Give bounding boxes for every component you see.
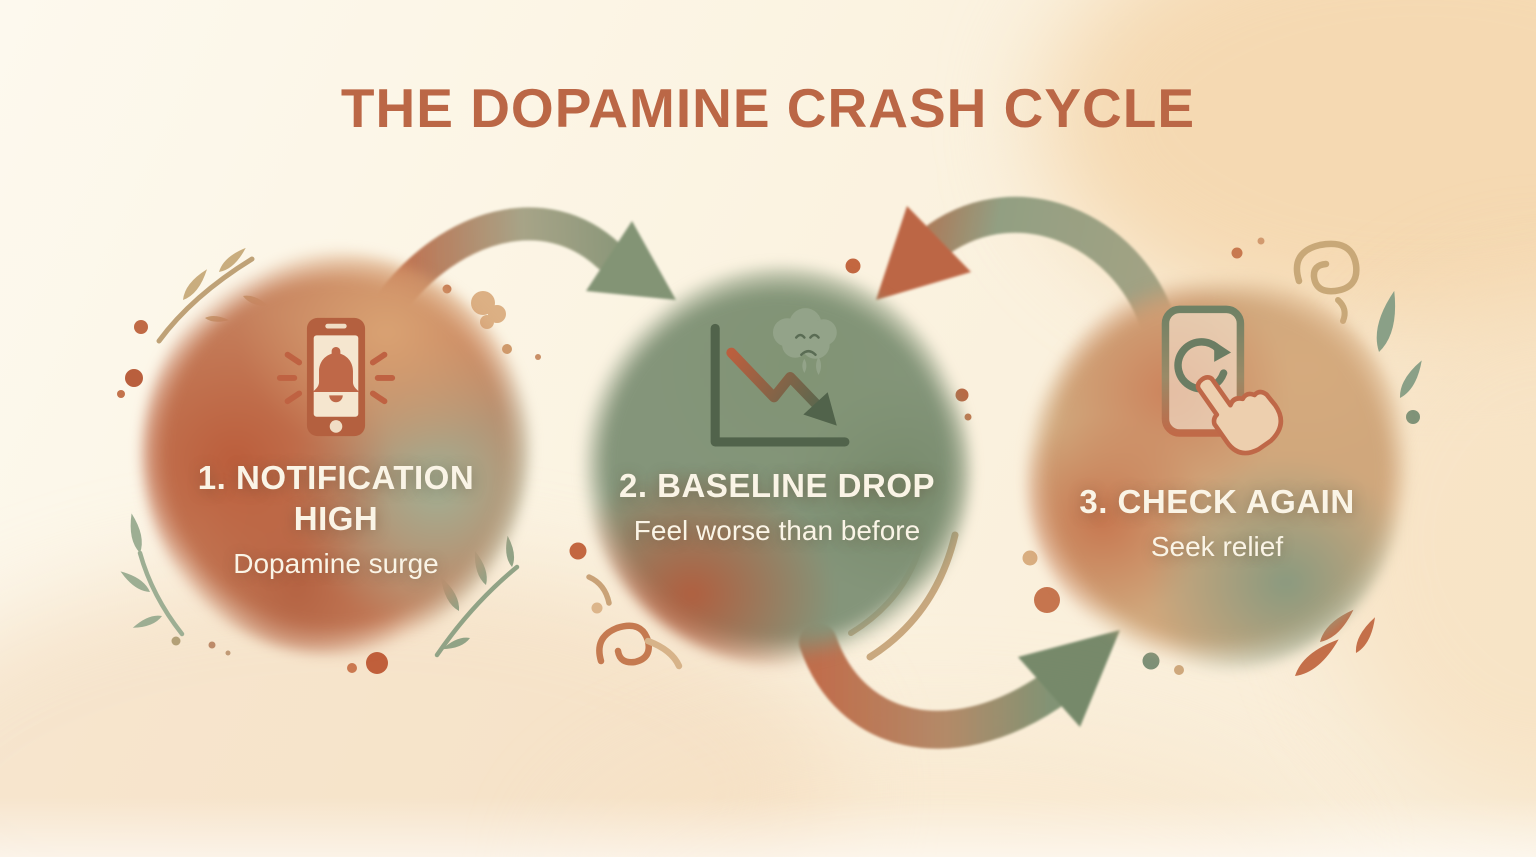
watercolor-dots-left: [117, 320, 148, 398]
step-subtitle: Seek relief: [1150, 530, 1284, 562]
step-heading: 3. CHECK AGAIN: [1079, 483, 1355, 520]
arrowhead-icon: [586, 221, 676, 300]
phone-notification-bell-icon: [276, 317, 396, 437]
green-leaves-right: [1371, 289, 1427, 424]
bottom-fade: [0, 797, 1536, 857]
phone-refresh-tap-icon: [1161, 305, 1284, 456]
spiral-top-right: [1293, 240, 1360, 324]
page-title: THE DOPAMINE CRASH CYCLE: [340, 77, 1196, 139]
step-1-notification-high: 1. NOTIFICATION HIGH Dopamine surge: [142, 252, 530, 654]
leaf-sprig-bottom-left: [118, 512, 231, 656]
arrowhead-icon: [876, 206, 971, 300]
leaf-branch-top-left: [156, 244, 271, 344]
step-subtitle: Feel worse than before: [633, 514, 921, 546]
step-heading: 1. NOTIFICATION HIGH: [197, 459, 475, 537]
double-swirl: [569, 542, 683, 670]
bell-icon: [312, 346, 360, 393]
arrow-step2-to-step3: [799, 623, 1120, 749]
tapping-hand-icon: [1195, 375, 1284, 456]
declining-graph-sad-cloud-icon: [710, 308, 850, 447]
step-3-check-again: 3. CHECK AGAIN Seek relief: [1026, 272, 1408, 670]
step-subtitle: Dopamine surge: [233, 547, 439, 579]
step-2-baseline-drop: 2. BASELINE DROP Feel worse than before: [583, 266, 971, 666]
leaf-sprig-mid: [434, 535, 520, 658]
sad-cloud-icon: [772, 308, 837, 375]
blob-cluster-top-gap: [442, 284, 541, 360]
step-heading: 2. BASELINE DROP: [618, 467, 936, 504]
arrow-step3-to-step2: [876, 196, 1175, 338]
watercolor-dots-below-step1: [347, 652, 388, 674]
watercolor-dots-bottom-gap: [1022, 550, 1060, 613]
arrowhead-icon: [1018, 630, 1120, 727]
watercolor-dots-right: [1231, 237, 1265, 259]
